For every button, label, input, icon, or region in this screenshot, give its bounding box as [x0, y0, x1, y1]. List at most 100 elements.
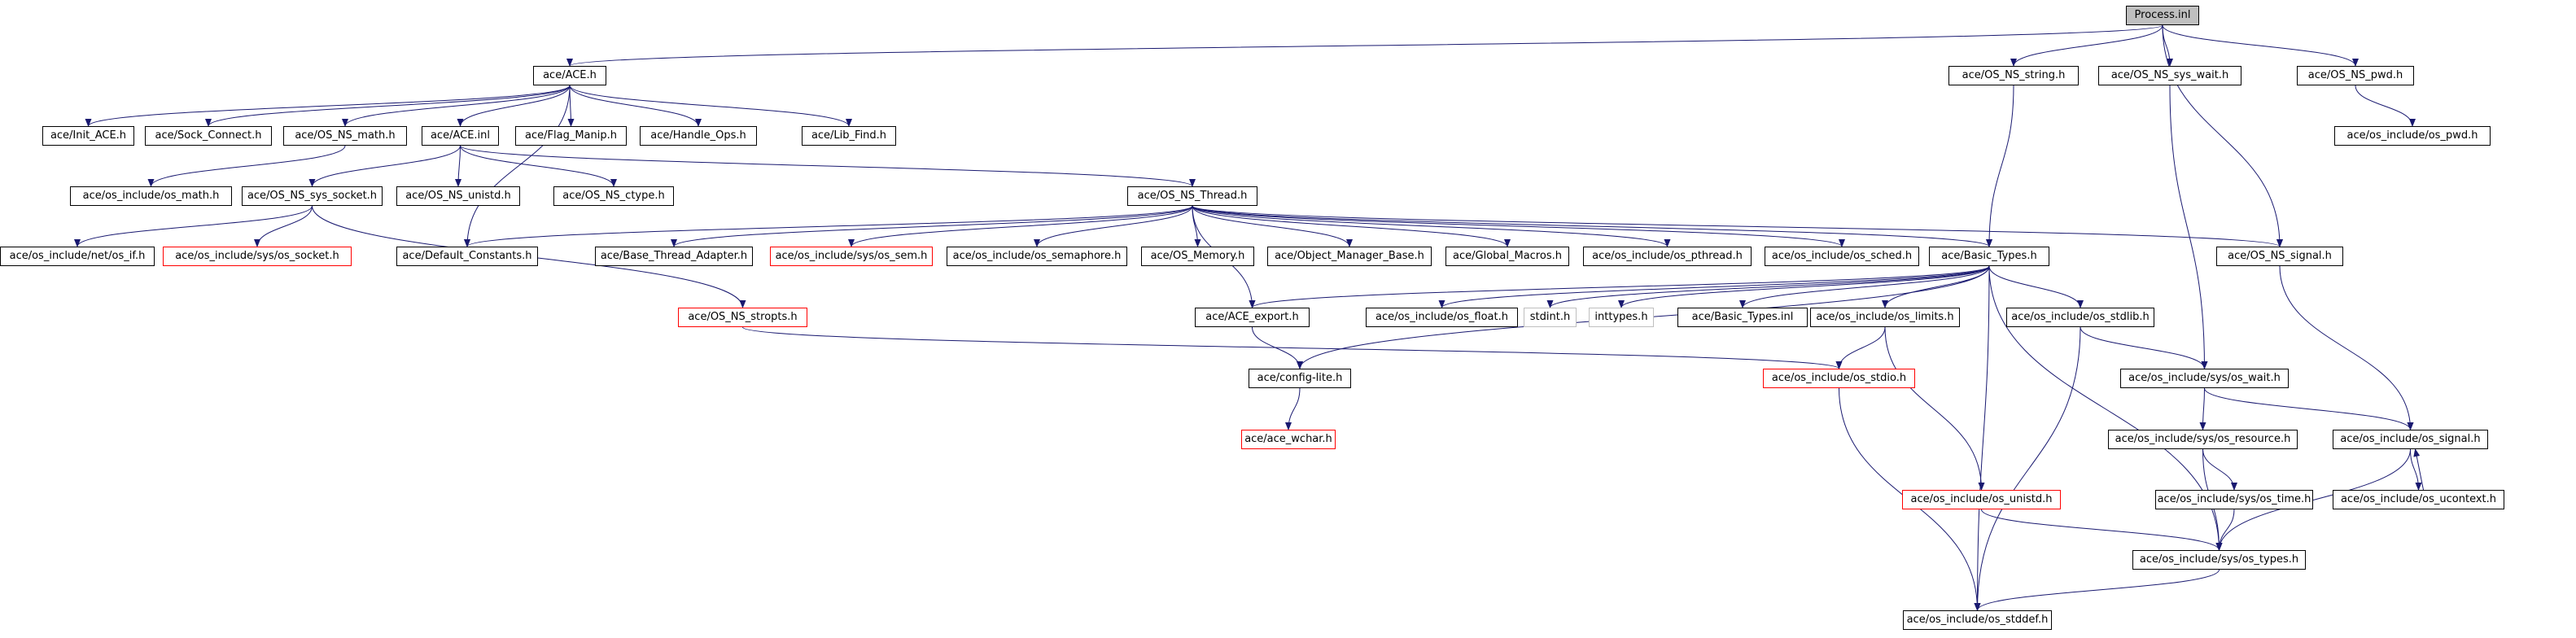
node-inttypes[interactable]: inttypes.h: [1589, 308, 1654, 327]
node-process-inl[interactable]: Process.inl: [2126, 6, 2199, 25]
edge-ace_h-to-sock_connect: [205, 85, 571, 127]
edge-os_ns_thread-to-os_semaphore: [1034, 205, 1193, 247]
node-os-ucontext[interactable]: ace/os_include/os_ucontext.h: [2333, 490, 2504, 509]
node-label: ace/Basic_Types.inl: [1691, 311, 1794, 323]
node-lib-find[interactable]: ace/Lib_Find.h: [802, 126, 896, 146]
edge-os_ns_signal-to-os_signal: [2279, 265, 2414, 430]
node-global-macros[interactable]: ace/Global_Macros.h: [1445, 247, 1569, 266]
node-label: ace/ACE.h: [543, 69, 597, 81]
node-basic-types-h[interactable]: ace/Basic_Types.h: [1929, 247, 2049, 266]
node-label: ace/os_include/os_sched.h: [1771, 250, 1913, 262]
edge-basic_types_h-to-inttypes: [1618, 265, 1990, 308]
node-label: ace/OS_NS_signal.h: [2228, 250, 2332, 262]
node-config-lite[interactable]: ace/config-lite.h: [1249, 369, 1351, 388]
node-os-ns-stropts[interactable]: ace/OS_NS_stropts.h: [678, 308, 807, 327]
edge-basic_types_h-to-os_stddef: [1974, 265, 1990, 611]
node-sys-os-sem[interactable]: ace/os_include/sys/os_sem.h: [770, 247, 933, 266]
edge-os_ns_thread-to-basic_types_h: [1192, 205, 1992, 247]
edge-basic_types_h-to-stdint: [1546, 265, 1990, 308]
node-stdint[interactable]: stdint.h: [1524, 308, 1577, 327]
node-basic-types-inl[interactable]: ace/Basic_Types.inl: [1677, 308, 1808, 327]
node-os-ns-sys-wait[interactable]: ace/OS_NS_sys_wait.h: [2098, 66, 2241, 85]
node-label: ace/OS_NS_math.h: [295, 129, 396, 142]
node-os-signal[interactable]: ace/os_include/os_signal.h: [2333, 430, 2488, 449]
node-sys-os-wait[interactable]: ace/os_include/sys/os_wait.h: [2120, 369, 2289, 388]
node-os-ns-sys-socket[interactable]: ace/OS_NS_sys_socket.h: [242, 186, 383, 206]
node-label: ace/Base_Thread_Adapter.h: [600, 250, 748, 262]
node-os-limits[interactable]: ace/os_include/os_limits.h: [1810, 308, 1960, 327]
edge-os_ns_thread-to-os_pthread: [1192, 205, 1671, 247]
edge-os_ns_thread-to-os_ns_signal: [1192, 205, 2283, 247]
node-os-pwd[interactable]: ace/os_include/os_pwd.h: [2334, 126, 2491, 146]
node-flag-manip[interactable]: ace/Flag_Manip.h: [515, 126, 627, 146]
edge-os_ns_math-to-os_math: [147, 145, 346, 187]
node-os-memory[interactable]: ace/OS_Memory.h: [1141, 247, 1254, 266]
node-os-stdlib[interactable]: ace/os_include/os_stdlib.h: [2006, 308, 2154, 327]
node-os-math[interactable]: ace/os_include/os_math.h: [70, 186, 232, 206]
node-label: ace/Flag_Manip.h: [525, 129, 617, 142]
node-ace-export[interactable]: ace/ACE_export.h: [1195, 308, 1310, 327]
node-os-unistd[interactable]: ace/os_include/os_unistd.h: [1902, 490, 2061, 509]
edge-config_lite-to-ace_wchar: [1285, 387, 1301, 430]
node-os-semaphore[interactable]: ace/os_include/os_semaphore.h: [947, 247, 1127, 266]
node-os-pthread[interactable]: ace/os_include/os_pthread.h: [1583, 247, 1752, 266]
edge-process_inl-to-os_ns_string: [2010, 24, 2163, 67]
node-label: ace/Init_ACE.h: [50, 129, 127, 142]
edge-ace_h-to-init_ace: [85, 85, 571, 127]
node-sys-os-time[interactable]: ace/os_include/sys/os_time.h: [2155, 490, 2313, 509]
node-os-ns-string[interactable]: ace/OS_NS_string.h: [1948, 66, 2079, 85]
node-label: ace/Object_Manager_Base.h: [1275, 250, 1424, 262]
node-os-stddef[interactable]: ace/os_include/os_stddef.h: [1903, 610, 2052, 630]
node-sock-connect[interactable]: ace/Sock_Connect.h: [145, 126, 272, 146]
node-label: ace/config-lite.h: [1257, 372, 1343, 384]
node-os-ns-ctype[interactable]: ace/OS_NS_ctype.h: [553, 186, 674, 206]
node-sys-os-socket[interactable]: ace/os_include/sys/os_socket.h: [163, 247, 352, 266]
edge-os_signal-to-os_ucontext: [2410, 448, 2422, 491]
edge-ace_inl-to-os_ns_ctype: [460, 145, 617, 187]
node-init-ace[interactable]: ace/Init_ACE.h: [42, 126, 134, 146]
node-os-ns-pwd[interactable]: ace/OS_NS_pwd.h: [2297, 66, 2414, 85]
edge-ace_inl-to-os_ns_unistd: [455, 145, 462, 187]
edge-ace_inl-to-os_ns_thread: [460, 145, 1196, 187]
node-label: ace/os_include/sys/os_sem.h: [775, 250, 928, 262]
node-label: ace/os_include/net/os_if.h: [9, 250, 146, 262]
node-label: ace/OS_NS_sys_socket.h: [247, 190, 378, 202]
node-object-manager-base[interactable]: ace/Object_Manager_Base.h: [1267, 247, 1432, 266]
node-label: ace/os_include/os_pthread.h: [1592, 250, 1743, 262]
node-default-constants[interactable]: ace/Default_Constants.h: [396, 247, 538, 266]
node-ace-h[interactable]: ace/ACE.h: [533, 66, 606, 85]
edge-os_limits-to-os_unistd: [1884, 326, 1985, 491]
node-label: Process.inl: [2134, 9, 2191, 21]
edge-process_inl-to-os_ns_pwd: [2162, 24, 2359, 67]
node-label: ace/ACE_export.h: [1205, 311, 1299, 323]
node-ace-wchar[interactable]: ace/ace_wchar.h: [1241, 430, 1336, 449]
node-label: ace/ace_wchar.h: [1244, 433, 1332, 445]
node-label: ace/os_include/sys/os_wait.h: [2128, 372, 2281, 384]
edge-os_ns_string-to-basic_types_h: [1986, 85, 2014, 247]
node-label: ace/os_include/os_limits.h: [1816, 311, 1954, 323]
node-net-os-if[interactable]: ace/os_include/net/os_if.h: [0, 247, 155, 266]
node-sys-os-resource[interactable]: ace/os_include/sys/os_resource.h: [2108, 430, 2298, 449]
edge-sys_os_wait-to-sys_os_resource: [2199, 387, 2206, 430]
node-ace-inl[interactable]: ace/ACE.inl: [422, 126, 499, 146]
node-os-ns-signal[interactable]: ace/OS_NS_signal.h: [2216, 247, 2343, 266]
node-os-stdio[interactable]: ace/os_include/os_stdio.h: [1763, 369, 1915, 388]
edge-sys_os_wait-to-os_signal: [2204, 387, 2414, 430]
edge-basic_types_h-to-os_float: [1438, 265, 1990, 308]
edge-os_ns_thread-to-object_manager_base: [1192, 205, 1353, 247]
node-label: ace/os_include/sys/os_socket.h: [175, 250, 339, 262]
node-base-thread-adapter[interactable]: ace/Base_Thread_Adapter.h: [595, 247, 753, 266]
node-label: stdint.h: [1529, 311, 1571, 323]
node-sys-os-types[interactable]: ace/os_include/sys/os_types.h: [2132, 550, 2306, 570]
node-label: inttypes.h: [1594, 311, 1648, 323]
node-label: ace/Default_Constants.h: [402, 250, 532, 262]
node-os-ns-thread[interactable]: ace/OS_NS_Thread.h: [1127, 186, 1257, 206]
node-label: ace/os_include/os_math.h: [82, 190, 220, 202]
node-label: ace/OS_NS_unistd.h: [405, 190, 511, 202]
node-os-float[interactable]: ace/os_include/os_float.h: [1366, 308, 1518, 327]
node-label: ace/os_include/os_unistd.h: [1910, 493, 2053, 505]
node-handle-ops[interactable]: ace/Handle_Ops.h: [640, 126, 757, 146]
node-os-ns-unistd[interactable]: ace/OS_NS_unistd.h: [396, 186, 520, 206]
node-os-ns-math[interactable]: ace/OS_NS_math.h: [283, 126, 407, 146]
node-os-sched[interactable]: ace/os_include/os_sched.h: [1765, 247, 1919, 266]
